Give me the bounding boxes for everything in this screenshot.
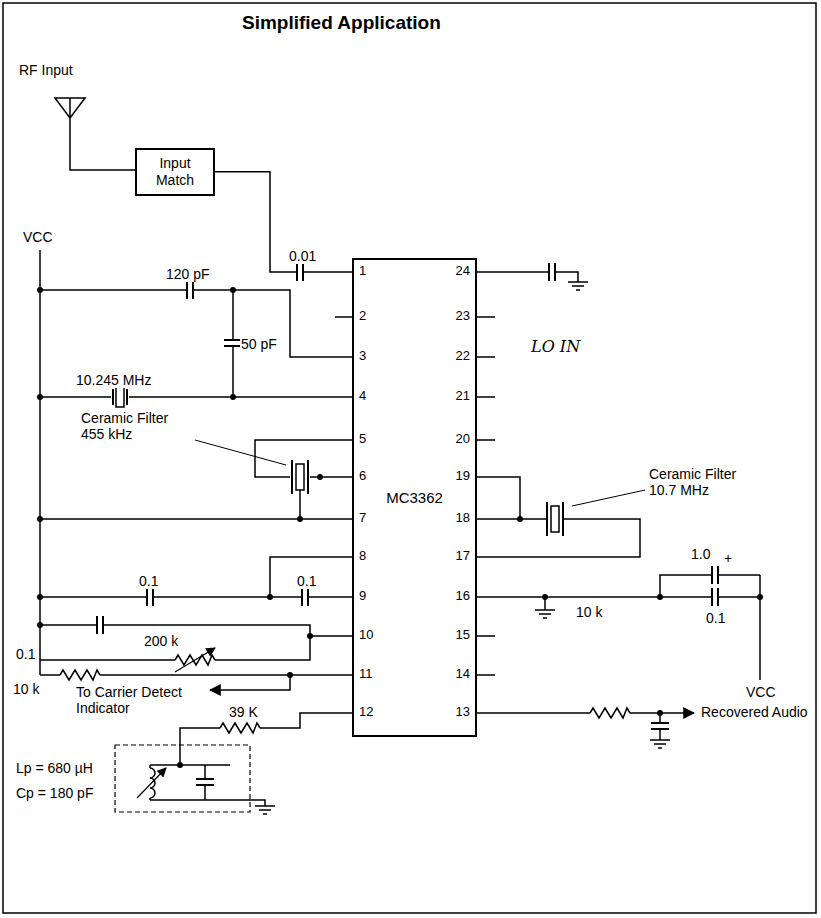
capacitor-symbol [186, 281, 194, 299]
node-text: MC3362 [386, 489, 443, 506]
capacitor-symbol [711, 588, 719, 606]
resistor-symbol [590, 708, 630, 718]
pin-number: 8 [358, 549, 367, 564]
handwritten-note: LO IN [530, 338, 581, 356]
component-label: 10.245 MHz [75, 372, 152, 388]
pin-number: 10 [358, 628, 374, 643]
component-label: Cp = 180 pF [15, 785, 94, 801]
component-label: VCC [22, 229, 54, 245]
ceramic-filter-symbol [290, 460, 310, 494]
pin-number: 24 [455, 264, 471, 279]
pin-number: 1 [358, 264, 367, 279]
pin-number: 15 [455, 628, 471, 643]
component-label: + [723, 550, 733, 566]
capacitor-symbol [301, 588, 309, 606]
node-text: Input Match [143, 155, 207, 189]
antenna [55, 98, 135, 170]
junction-dot [37, 287, 763, 768]
component-label: 10 k [575, 604, 603, 620]
component-label: Ceramic Filter 455 kHz [80, 410, 192, 442]
capacitor-symbol [651, 722, 669, 730]
diagram-title: Simplified Application [242, 12, 441, 34]
component-label: Lp = 680 µH [15, 760, 94, 776]
pin-number: 7 [358, 511, 367, 526]
component-label: 50 pF [240, 336, 278, 352]
pin-number: 16 [455, 589, 471, 604]
component-label: 120 pF [165, 266, 211, 282]
component-label: 0.1 [15, 646, 36, 662]
wire [40, 250, 760, 806]
potentiometer-arrow [175, 648, 215, 672]
component-label: VCC [745, 684, 777, 700]
component-label: 39 K [228, 704, 259, 720]
leader-line [195, 440, 286, 465]
ceramic-filter-symbol [547, 502, 563, 536]
pin-number: 3 [358, 349, 367, 364]
component-label: 10 k [12, 681, 40, 697]
component-label: RF Input [18, 62, 74, 78]
signal-wire [215, 172, 352, 272]
resistor-symbol [60, 670, 100, 680]
shield-can [115, 745, 250, 812]
component-label: 200 k [143, 633, 179, 649]
pin-number: 14 [455, 667, 471, 682]
inductor-symbol [137, 768, 166, 798]
process-box: Input Match [135, 148, 215, 196]
component-label: 1.0 [690, 546, 711, 562]
carrier-detect-arrow [210, 675, 290, 690]
pin-number: 9 [358, 589, 367, 604]
pin-number: 5 [358, 432, 367, 447]
component-label: 0.1 [296, 573, 317, 589]
electrolytic-capacitor [711, 566, 719, 584]
capacitor-symbol [146, 588, 154, 606]
capacitor-symbol [296, 263, 304, 281]
pin-number: 21 [455, 389, 471, 404]
ic-package: MC3362 [352, 258, 477, 737]
pin-number: 12 [358, 705, 374, 720]
component-label: 0.1 [705, 610, 726, 626]
pin-number: 18 [455, 511, 471, 526]
pin-number: 6 [358, 469, 367, 484]
pin-number: 4 [358, 389, 367, 404]
ground-symbol [568, 282, 588, 290]
pin-number: 17 [455, 549, 471, 564]
crystal-symbol [111, 387, 129, 407]
component-label: Ceramic Filter 10.7 MHz [648, 466, 760, 498]
pin-number: 19 [455, 469, 471, 484]
pin-number: 13 [455, 705, 471, 720]
capacitor-symbol [96, 616, 104, 634]
capacitor-symbol [548, 263, 556, 281]
component-label: Recovered Audio [700, 704, 809, 720]
ground-symbol [535, 610, 555, 618]
ground-symbol [255, 806, 275, 814]
pin-number: 11 [358, 667, 374, 682]
pin-number: 2 [358, 309, 367, 324]
component-label: 0.01 [288, 248, 317, 264]
pin-number: 23 [455, 309, 471, 324]
component-label: To Carrier Detect Indicator [75, 684, 202, 716]
pin-number: 22 [455, 349, 471, 364]
ground-symbol [650, 740, 670, 748]
resistor-symbol [220, 723, 260, 733]
leader-line [572, 490, 645, 506]
pin-number: 20 [455, 432, 471, 447]
capacitor-symbol [196, 778, 214, 786]
component-label: 0.1 [138, 573, 159, 589]
frame [3, 3, 816, 913]
